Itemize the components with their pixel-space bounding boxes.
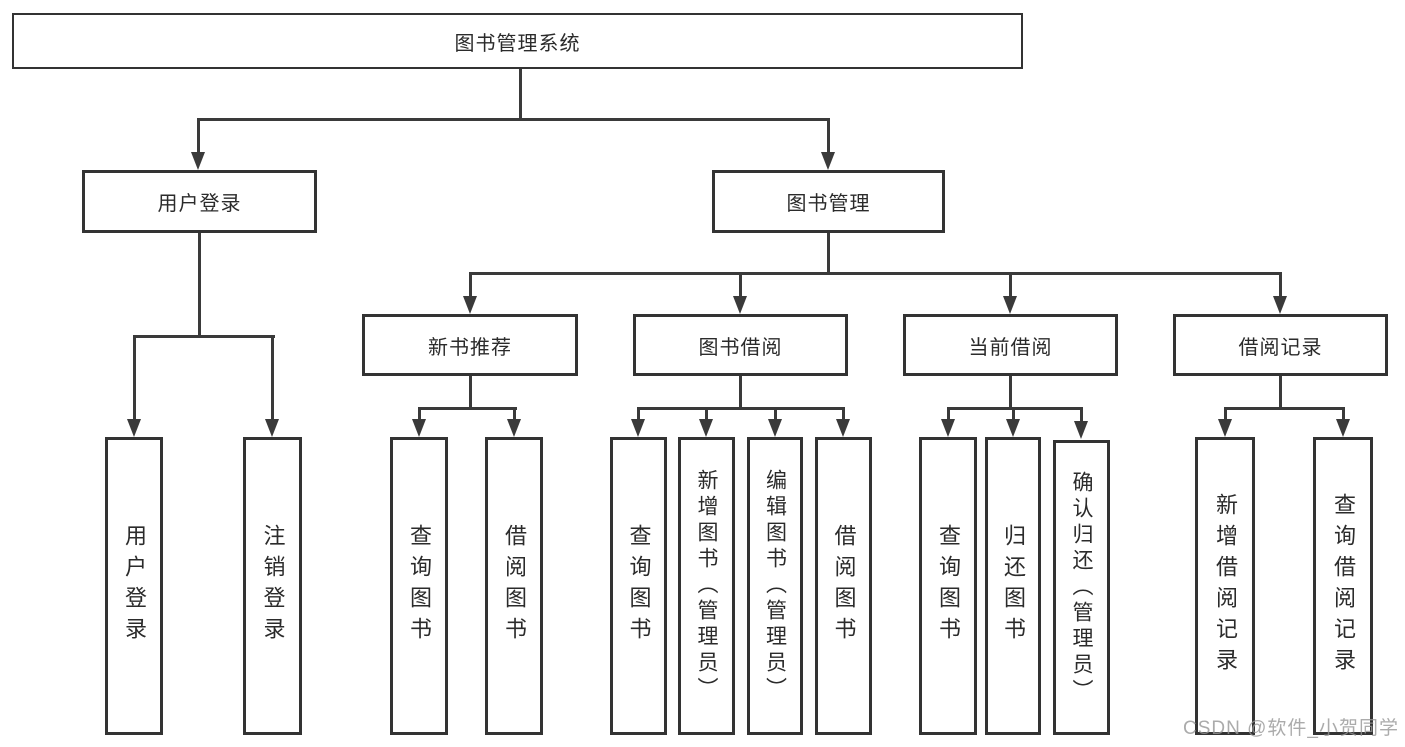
connector-line: [739, 272, 742, 298]
arrowhead-down-icon: [265, 419, 279, 437]
connector-line: [519, 69, 522, 118]
leaf-label: 新增图书（管理员）: [695, 469, 718, 703]
node-book-management: 图书管理: [712, 170, 945, 233]
arrowhead-down-icon: [768, 419, 782, 437]
arrowhead-down-icon: [821, 152, 835, 170]
arrowhead-down-icon: [1074, 421, 1088, 439]
connector-line: [418, 407, 421, 421]
arrowhead-down-icon: [1273, 296, 1287, 314]
node-label: 新书推荐: [428, 336, 512, 359]
leaf-query-borrow-record: 查询借阅记录: [1313, 437, 1373, 735]
arrowhead-down-icon: [507, 419, 521, 437]
connector-line: [827, 118, 830, 154]
leaf-label: 借阅图书: [502, 524, 527, 648]
node-new-book-recommend: 新书推荐: [362, 314, 578, 376]
leaf-query-books-recommend: 查询图书: [390, 437, 448, 735]
connector-line: [1224, 407, 1227, 421]
node-library-system: 图书管理系统: [12, 13, 1023, 69]
arrowhead-down-icon: [699, 419, 713, 437]
arrowhead-down-icon: [733, 296, 747, 314]
connector-line: [1224, 407, 1345, 410]
connector-line: [1009, 272, 1012, 298]
connector-line: [418, 407, 517, 410]
leaf-label: 用户登录: [122, 524, 147, 648]
leaf-label: 编辑图书（管理员）: [763, 469, 787, 703]
connector-line: [1279, 272, 1282, 298]
leaf-label: 查询图书: [407, 524, 432, 648]
node-label: 图书管理系统: [454, 32, 581, 55]
connector-line: [469, 272, 1282, 275]
arrowhead-down-icon: [1006, 419, 1020, 437]
arrowhead-down-icon: [631, 419, 645, 437]
leaf-borrow-books-recommend: 借阅图书: [485, 437, 543, 735]
arrowhead-down-icon: [191, 152, 205, 170]
node-current-borrow: 当前借阅: [903, 314, 1118, 376]
leaf-label: 注销登录: [260, 524, 286, 648]
leaf-borrow-books: 借阅图书: [815, 437, 872, 735]
node-label: 借阅记录: [1238, 336, 1323, 359]
leaf-label: 查询图书: [936, 524, 961, 648]
leaf-label: 确认归还（管理员）: [1070, 470, 1093, 705]
connector-line: [133, 335, 136, 421]
leaf-edit-books-admin: 编辑图书（管理员）: [747, 437, 803, 735]
arrowhead-down-icon: [1336, 419, 1350, 437]
leaf-user-login: 用户登录: [105, 437, 163, 735]
connector-line: [739, 376, 742, 410]
connector-line: [947, 407, 950, 421]
connector-line: [637, 407, 640, 421]
leaf-label: 查询借阅记录: [1331, 493, 1356, 679]
connector-line: [469, 272, 472, 298]
arrowhead-down-icon: [127, 419, 141, 437]
leaf-logout: 注销登录: [243, 437, 302, 735]
connector-line: [197, 118, 830, 121]
arrowhead-down-icon: [1218, 419, 1232, 437]
connector-line: [133, 335, 275, 338]
arrowhead-down-icon: [412, 419, 426, 437]
connector-line: [842, 407, 845, 421]
node-label: 用户登录: [157, 193, 242, 215]
node-label: 图书借阅: [698, 336, 783, 359]
connector-line: [774, 407, 777, 421]
leaf-label: 查询图书: [626, 524, 652, 648]
connector-line: [469, 376, 472, 410]
leaf-return-books: 归还图书: [985, 437, 1041, 735]
connector-line: [1279, 376, 1282, 410]
node-user-login: 用户登录: [82, 170, 317, 233]
connector-line: [1012, 407, 1015, 421]
connector-line: [197, 118, 200, 154]
node-book-borrow: 图书借阅: [633, 314, 848, 376]
connector-line: [198, 233, 201, 338]
connector-line: [1080, 407, 1083, 421]
leaf-query-books-borrow: 查询图书: [610, 437, 667, 735]
connector-line: [637, 407, 845, 410]
node-label: 当前借阅: [968, 336, 1053, 359]
arrowhead-down-icon: [463, 296, 477, 314]
arrowhead-down-icon: [1003, 296, 1017, 314]
leaf-query-books-current: 查询图书: [919, 437, 977, 735]
arrowhead-down-icon: [836, 419, 850, 437]
connector-line: [947, 407, 1083, 410]
csdn-watermark: CSDN @软件_小贺同学: [1183, 718, 1399, 739]
leaf-label: 新增借阅记录: [1213, 493, 1238, 679]
connector-line: [513, 407, 516, 421]
connector-line: [1342, 407, 1345, 421]
leaf-add-borrow-record: 新增借阅记录: [1195, 437, 1255, 735]
node-borrow-records: 借阅记录: [1173, 314, 1388, 376]
arrowhead-down-icon: [941, 419, 955, 437]
leaf-add-books-admin: 新增图书（管理员）: [678, 437, 735, 735]
node-label: 图书管理: [786, 193, 871, 215]
leaf-label: 借阅图书: [831, 524, 857, 648]
connector-line: [827, 233, 830, 275]
connector-line: [271, 335, 274, 421]
leaf-confirm-return-admin: 确认归还（管理员）: [1053, 440, 1110, 735]
connector-line: [1009, 376, 1012, 410]
leaf-label: 归还图书: [1001, 524, 1026, 648]
connector-line: [705, 407, 708, 421]
